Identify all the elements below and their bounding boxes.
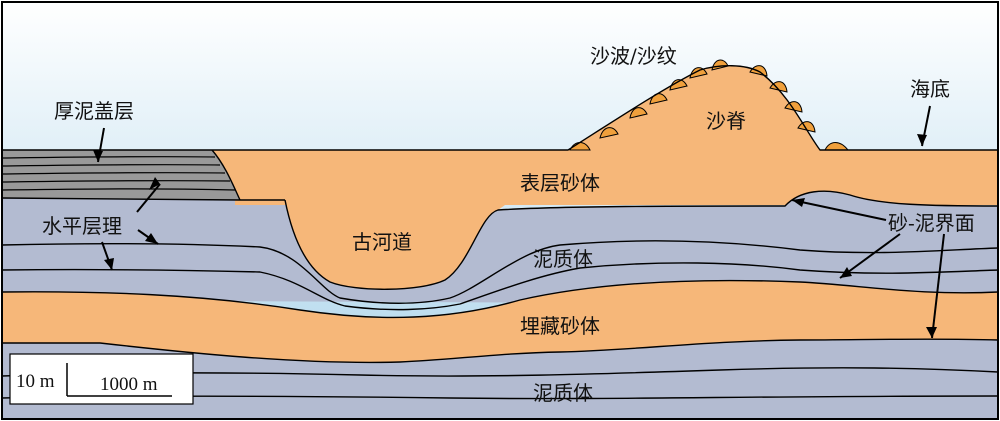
paleo-channel-fill [235, 200, 505, 290]
buried-sand-body [2, 280, 998, 363]
label-buried-sand: 埋藏砂体 [520, 314, 600, 338]
arrow-heads [93, 134, 937, 338]
label-mud-body-upper: 泥质体 [533, 247, 593, 271]
mud-cap-bedding-lines [1, 155, 236, 191]
upper-mud-layer [2, 191, 998, 305]
thick-mud-cap [2, 150, 240, 200]
label-horizontal-bedding: 水平层理 [42, 214, 122, 238]
ripples [569, 59, 850, 151]
label-ripples: 沙波/沙纹 [590, 44, 677, 68]
surface-sand-body [2, 65, 998, 206]
scale-bar-horizontal-label: 1000 m [100, 374, 158, 395]
label-surface-sand: 表层砂体 [520, 171, 600, 195]
label-sand-mud-interface: 砂-泥界面 [888, 211, 975, 235]
label-seafloor: 海底 [910, 77, 950, 101]
label-mud-body-lower: 泥质体 [533, 381, 593, 405]
label-thick-mud-cap: 厚泥盖层 [54, 99, 134, 123]
scale-bar-vertical-label: 10 m [16, 371, 55, 392]
label-paleo-channel: 古河道 [352, 230, 412, 254]
lower-mud-layer [2, 339, 998, 419]
label-sand-ridge: 沙脊 [706, 109, 746, 133]
